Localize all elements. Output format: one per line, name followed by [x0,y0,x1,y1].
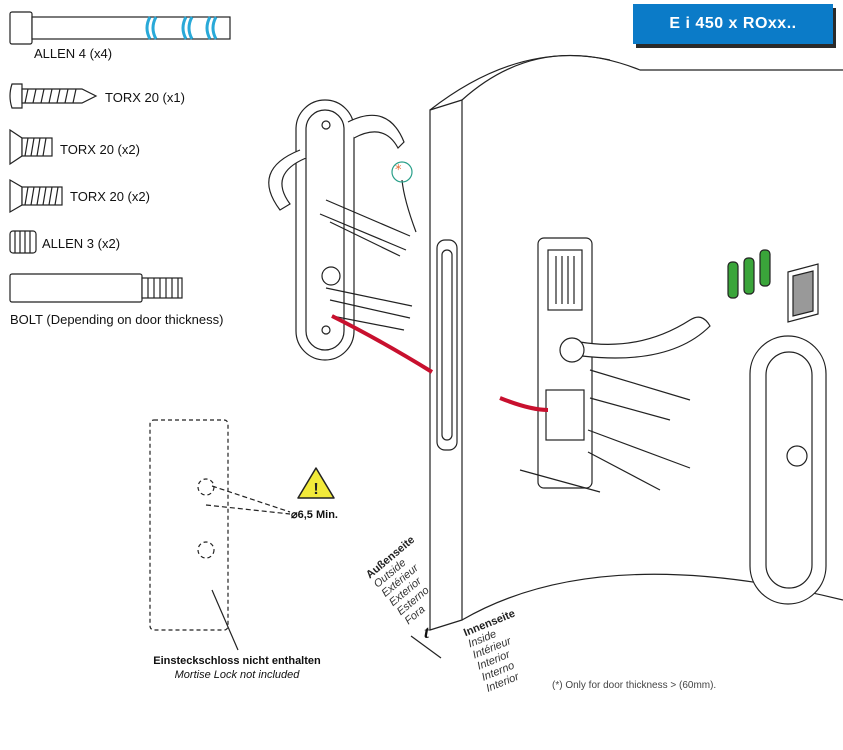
bolt-drawing [9,273,183,303]
model-code-badge: E i 450 x ROxx.. [633,4,833,44]
mortise-note-english: Mortise Lock not included [174,669,300,681]
svg-text:!: ! [313,481,318,498]
door-drawing [429,54,843,631]
hole-diameter-label: ⌀6,5 Min. [291,509,338,521]
part-label-torx-20-x1: TORX 20 (x1) [105,90,185,105]
mortise-note-german: Einsteckschloss nicht enthalten [153,655,321,667]
dimension-leader [205,485,291,515]
mortise-lock-drawing [149,419,229,631]
inner-cover-drawing [749,335,827,605]
part-label-bolt: BOLT (Depending on door thickness) [10,312,224,327]
torx-20-x1-drawing [9,83,98,109]
red-cable-inner [499,396,549,412]
mortise-lock-note: Einsteckschloss nicht enthalten Mortise … [132,654,342,682]
door-thickness-symbol: t [424,622,430,642]
red-cable [331,314,434,374]
star-circle [391,161,413,183]
battery-pack-drawing [727,249,819,323]
part-label-torx-20-short: TORX 20 (x2) [60,142,140,157]
part-label-allen-3: ALLEN 3 (x2) [42,236,121,251]
allen-4-screw-drawing [9,11,231,45]
allen-3-grub-drawing [9,230,37,254]
inner-module-drawing [519,237,711,493]
torx-20-long-drawing [9,178,63,214]
mortise-leader [211,589,239,651]
thickness-dimension-line [410,635,442,659]
outer-escutcheon-drawing [268,99,413,361]
torx-20-short-drawing [9,128,53,166]
star-leader [401,179,417,233]
optional-marker: * [395,163,402,178]
part-label-torx-20-long: TORX 20 (x2) [70,189,150,204]
door-thickness-footnote: (*) Only for door thickness > (60mm). [552,680,717,691]
part-label-allen-4: ALLEN 4 (x4) [34,46,113,61]
warning-sign-icon: ! [297,467,335,499]
